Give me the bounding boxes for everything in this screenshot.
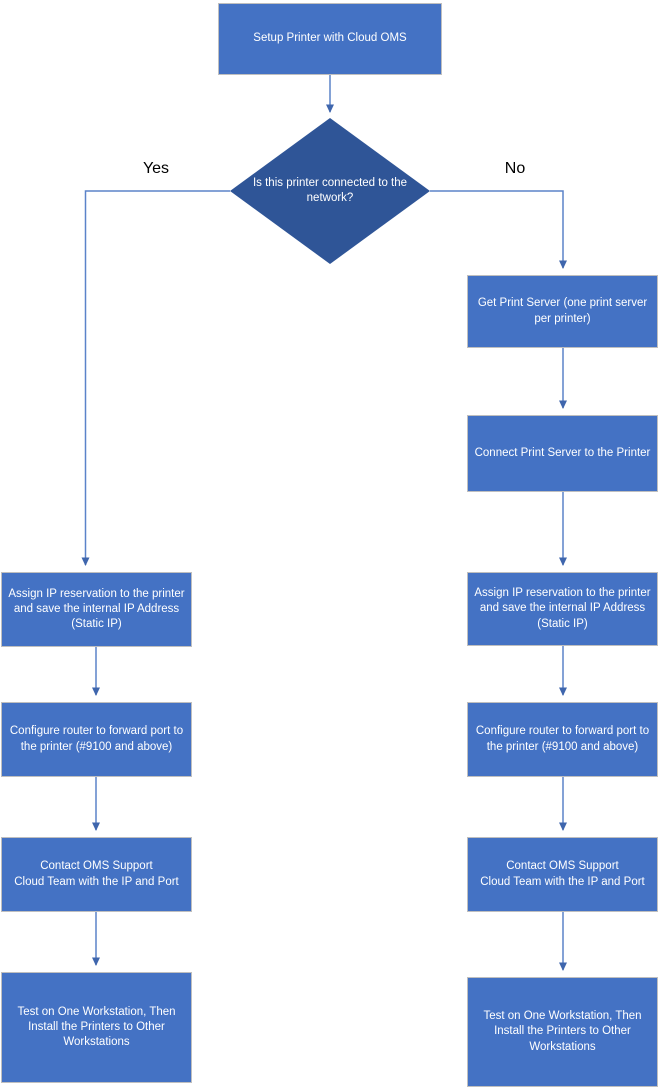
node-right-connect-print-server: Connect Print Server to the Printer [467, 415, 658, 492]
node-right-assign-ip-reservation: Assign IP reservation to the printer and… [467, 572, 658, 646]
node-right-test-workstation: Test on One Workstation, Then Install th… [467, 977, 658, 1087]
node-left-test-workstation: Test on One Workstation, Then Install th… [1, 972, 192, 1083]
connector-no-branch [430, 190, 567, 269]
node-left-assign-ip-reservation: Assign IP reservation to the printer and… [1, 572, 192, 647]
node-right-configure-router: Configure router to forward port to the … [467, 702, 658, 777]
node-right-contact-oms-support: Contact OMS Support Cloud Team with the … [467, 837, 658, 912]
connector-yes-branch [81, 190, 230, 566]
node-left-contact-oms-support: Contact OMS Support Cloud Team with the … [1, 837, 192, 912]
node-start-setup-printer: Setup Printer with Cloud OMS [218, 3, 442, 75]
branch-label-yes: Yes [142, 160, 170, 177]
branch-label-no: No [504, 160, 526, 177]
node-left-configure-router: Configure router to forward port to the … [1, 702, 192, 777]
node-decision-network-question: Is this printer connected to the network… [252, 176, 408, 204]
node-right-get-print-server: Get Print Server (one print server per p… [467, 275, 658, 348]
decision-diamond-shape [230, 118, 430, 264]
